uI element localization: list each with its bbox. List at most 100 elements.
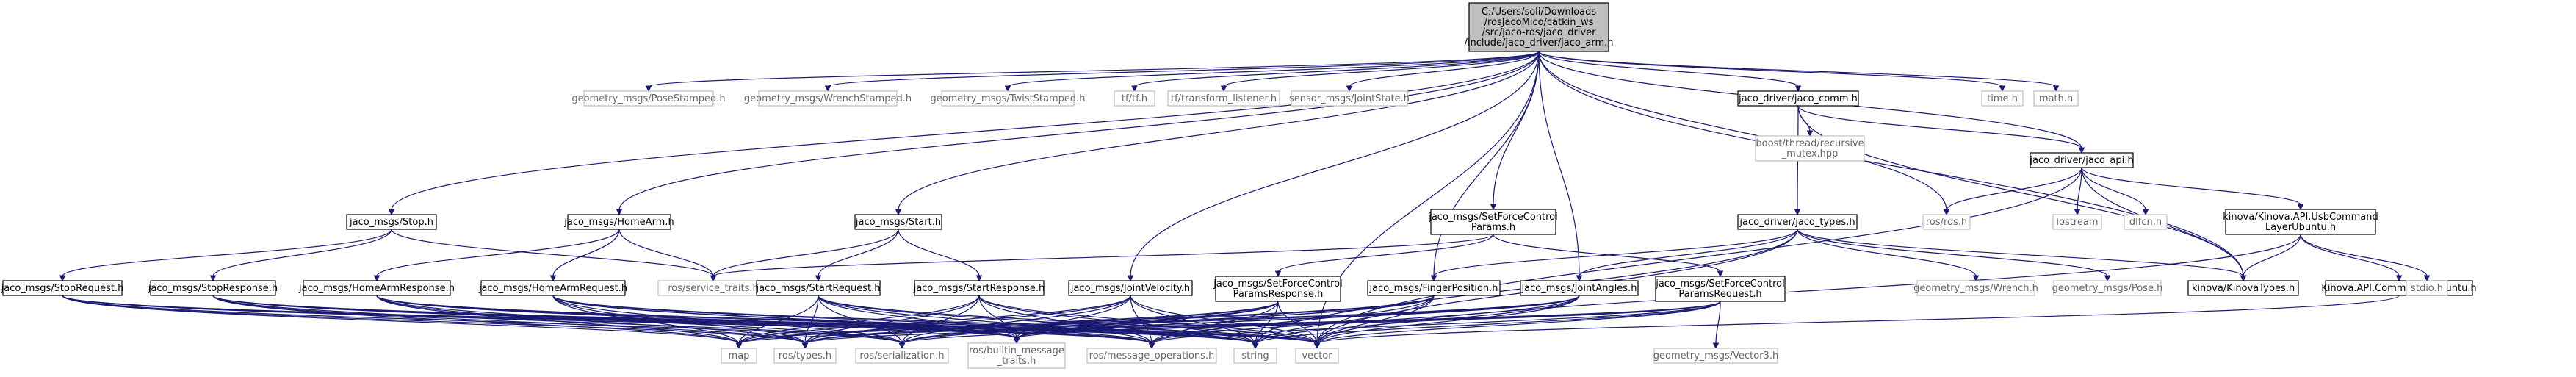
node-label: /rosJacoMico/catkin_ws [1484, 17, 1594, 28]
edge-jacoapi-to-usbcmd [2081, 167, 2301, 206]
node-box[interactable] [480, 280, 626, 296]
node-msgops: ros/message_operations.h [1086, 348, 1217, 364]
node-label: LayerUbuntu.h [2265, 222, 2336, 233]
node-iostream: iostream [2052, 214, 2102, 230]
node-box [1291, 90, 1408, 107]
node-label: jaco_driver/jaco_types.h [1739, 217, 1855, 228]
node-box [2053, 280, 2162, 296]
node-box[interactable] [150, 280, 276, 296]
node-label: jaco_msgs/Stop.h [349, 217, 433, 228]
node-twiststamped: geometry_msgs/TwistStamped.h [930, 90, 1086, 107]
edge-start-to-startresponse [898, 229, 980, 277]
edge-fingerposition-to-msgops [1151, 295, 1435, 345]
node-jacotypes[interactable]: jaco_driver/jaco_types.h [1737, 214, 1858, 230]
edge-arrowhead [1794, 85, 1802, 93]
node-commlayer[interactable]: Kinova.API.CommLayerUbuntu.h [2321, 280, 2477, 296]
node-box[interactable] [1737, 90, 1859, 107]
edge-arrowhead [1972, 275, 1980, 282]
edge-jacoapi-to-iostream [2077, 167, 2082, 211]
node-label: time.h [1987, 93, 2018, 104]
edge-arrowhead [898, 342, 906, 350]
node-label: jaco_msgs/StartRequest.h [756, 283, 881, 294]
edge-arrowhead [815, 275, 822, 282]
node-box[interactable] [1520, 280, 1639, 296]
edge-setforcerequest-to-msgops [1151, 301, 1721, 345]
node-box [855, 348, 949, 364]
edge-stoprequest-to-map [62, 295, 740, 345]
node-box [583, 90, 714, 107]
edge-arrowhead [2240, 275, 2247, 282]
node-box[interactable] [1655, 276, 1786, 302]
node-vector3: geometry_msgs/Vector3.h [1653, 348, 1778, 364]
edge-homearm-to-servicetraits [618, 229, 714, 277]
edge-jointvelocity-to-vector [1130, 295, 1318, 345]
node-box[interactable] [1468, 2, 1609, 52]
edge-jointvelocity-to-rostypes [804, 295, 1131, 345]
node-homearmresponse[interactable]: jaco_msgs/HomeArmResponse.h [298, 280, 455, 296]
edge-jacocomm-to-jacoapi [1797, 105, 2082, 149]
node-box [758, 90, 898, 107]
node-jointangles[interactable]: jaco_msgs/JointAngles.h [1520, 280, 1639, 296]
edge-arrowhead [1131, 85, 1138, 93]
edge-jacoapi-to-dlfcn [2081, 167, 2146, 211]
edge-arrowhead [1490, 204, 1497, 211]
edge-root-to-fingerposition [1433, 51, 1540, 277]
node-jacocomm[interactable]: jaco_driver/jaco_comm.h [1737, 90, 1859, 107]
node-root[interactable]: C:/Users/soli/Downloads/rosJacoMico/catk… [1465, 2, 1614, 52]
node-fingerposition[interactable]: jaco_msgs/FingerPosition.h [1367, 280, 1501, 296]
node-box [1233, 348, 1277, 364]
edge-root-to-tflistener [1223, 51, 1540, 87]
node-box[interactable] [1737, 214, 1858, 230]
node-box[interactable] [2, 280, 123, 296]
node-stoprequest[interactable]: jaco_msgs/StopRequest.h [1, 280, 124, 296]
node-posestamped: geometry_msgs/PoseStamped.h [571, 90, 726, 107]
node-box[interactable] [1430, 209, 1556, 235]
node-kinovatypes[interactable]: kinova/KinovaTypes.h [2187, 280, 2299, 296]
node-box[interactable] [914, 280, 1045, 296]
node-box[interactable] [2225, 209, 2376, 235]
node-homearmrequest[interactable]: jaco_msgs/HomeArmRequest.h [478, 280, 627, 296]
node-box[interactable] [854, 214, 942, 230]
node-dlfcn: dlfcn.h [2124, 214, 2168, 230]
node-box[interactable] [2187, 280, 2299, 296]
edge-jacotypes-to-fingerposition [1433, 229, 1798, 277]
node-startrequest[interactable]: jaco_msgs/StartRequest.h [756, 280, 881, 296]
node-jacoapi[interactable]: jaco_driver/jaco_api.h [2029, 152, 2134, 168]
edge-fingerposition-to-rostypes [804, 295, 1435, 345]
node-homearm[interactable]: jaco_msgs/HomeArm.h [563, 214, 674, 230]
node-label: jaco_msgs/HomeArmRequest.h [478, 283, 627, 294]
node-box[interactable] [2030, 152, 2134, 168]
node-label: jaco_msgs/SetForceControl [1213, 279, 1343, 290]
edge-root-to-start [898, 51, 1540, 211]
node-box[interactable] [1367, 280, 1501, 296]
edge-arrowhead [1004, 85, 1011, 93]
node-box[interactable] [756, 280, 881, 296]
node-label: C:/Users/soli/Downloads [1482, 7, 1597, 18]
node-stopresponse[interactable]: jaco_msgs/StopResponse.h [148, 280, 278, 296]
edge-arrowhead [1274, 270, 1282, 278]
node-box[interactable] [346, 214, 437, 230]
node-box[interactable] [1215, 276, 1341, 302]
node-start[interactable]: jaco_msgs/Start.h [854, 214, 942, 230]
edge-root-to-homearm [618, 51, 1540, 211]
edge-jacotypes-to-jointangles [1579, 229, 1798, 277]
node-box [1167, 90, 1280, 107]
edge-stop-to-servicetraits [391, 229, 714, 277]
node-label: math.h [2039, 93, 2073, 104]
node-box[interactable] [1068, 280, 1193, 296]
node-box[interactable] [303, 280, 451, 296]
node-setforceresponse[interactable]: jaco_msgs/SetForceControlParamsResponse.… [1213, 276, 1343, 302]
node-startresponse[interactable]: jaco_msgs/StartResponse.h [913, 280, 1045, 296]
node-box[interactable] [567, 214, 671, 230]
node-jointvelocity[interactable]: jaco_msgs/JointVelocity.h [1068, 280, 1193, 296]
edge-homearmrequest-to-rostypes [552, 295, 806, 345]
node-label: jaco_msgs/JointVelocity.h [1070, 283, 1190, 294]
node-stop[interactable]: jaco_msgs/Stop.h [346, 214, 437, 230]
node-label: _mutex.hpp [1781, 148, 1839, 159]
node-box [967, 342, 1066, 369]
edge-arrowhead [2104, 275, 2111, 282]
node-usbcmd[interactable]: kinova/Kinova.API.UsbCommandLayerUbuntu.… [2223, 209, 2378, 235]
node-label: geometry_msgs/Pose.h [2052, 283, 2163, 294]
